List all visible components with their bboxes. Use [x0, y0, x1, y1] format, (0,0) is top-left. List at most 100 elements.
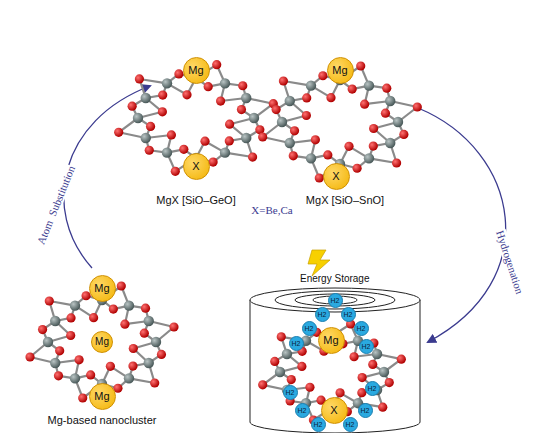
oxygen-atom — [302, 111, 311, 120]
atom-label: Mg — [94, 283, 109, 294]
storage-cylinder — [250, 288, 420, 433]
oxygen-atom — [378, 403, 387, 412]
oxygen-atom — [78, 393, 87, 402]
metal-atom: Mg — [91, 331, 113, 353]
oxygen-atom — [135, 74, 144, 83]
oxygen-atom — [360, 100, 369, 109]
silicon-atom — [144, 316, 154, 326]
molecule-label: H2 — [298, 407, 307, 414]
atom-label: Mg — [95, 337, 109, 347]
atom-label: X — [330, 405, 337, 416]
silicon-atom — [50, 316, 60, 326]
oxygen-atom — [179, 145, 188, 154]
silicon-atom — [379, 367, 389, 377]
oxygen-atom — [397, 355, 406, 364]
oxygen-atom — [302, 93, 311, 102]
oxygen-atom — [326, 93, 335, 102]
substituent-note: X=Be,Ca — [251, 204, 292, 216]
hydrogen-molecule: H2 — [365, 381, 380, 396]
silicon-atom — [43, 337, 53, 347]
oxygen-atom — [413, 102, 422, 111]
metal-atom: Mg — [183, 57, 210, 84]
silicon-atom — [275, 367, 285, 377]
silicon-atom — [151, 337, 161, 347]
oxygen-atom — [158, 90, 167, 99]
oxygen-atom — [225, 120, 234, 129]
silicon-atom — [372, 349, 382, 359]
oxygen-atom — [353, 164, 362, 173]
silicon-atom — [241, 93, 251, 103]
oxygen-atom — [200, 137, 209, 146]
silicon-atom — [285, 138, 295, 148]
oxygen-atom — [146, 122, 155, 131]
metal-atom: X — [323, 163, 350, 190]
molecule-label: H2 — [344, 311, 353, 318]
oxygen-atom — [258, 132, 267, 141]
oxygen-atom — [141, 304, 150, 313]
atom-label: X — [192, 161, 199, 172]
silicon-atom — [249, 113, 259, 123]
silicon-atom — [241, 133, 251, 143]
atom-label: Mg — [188, 65, 203, 76]
hydrogen-molecule: H2 — [341, 307, 356, 322]
oxygen-atom — [318, 71, 327, 80]
oxygen-atom — [382, 84, 391, 93]
atom-label: Mg — [332, 65, 347, 76]
silicon-atom — [141, 93, 151, 103]
oxygen-atom — [171, 167, 180, 176]
oxygen-atom — [212, 60, 221, 69]
oxygen-atom — [369, 124, 378, 133]
silicon-atom — [385, 138, 395, 148]
oxygen-atom — [297, 362, 306, 371]
silicon-atom — [162, 147, 172, 157]
hydrogen-molecule: H2 — [289, 336, 304, 351]
oxygen-atom — [344, 142, 353, 151]
molecule-label: H2 — [346, 421, 355, 428]
oxygen-atom — [323, 150, 332, 159]
compound-name: MgX [SiO–GeO] — [156, 194, 235, 206]
oxygen-atom — [349, 352, 358, 361]
oxygen-atom — [74, 355, 83, 364]
oxygen-atom — [290, 126, 299, 135]
hydrogen-molecule: H2 — [302, 321, 317, 336]
oxygen-atom — [157, 350, 166, 359]
oxygen-atom — [169, 322, 178, 331]
oxygen-atom — [129, 344, 138, 353]
oxygen-atom — [45, 296, 54, 305]
oxygen-atom — [204, 82, 213, 91]
oxygen-atom — [86, 370, 95, 379]
oxygen-atom — [106, 362, 115, 371]
oxygen-atom — [66, 313, 75, 322]
oxygen-atom — [38, 325, 47, 334]
hydrogen-molecule: H2 — [311, 417, 326, 432]
oxygen-atom — [114, 128, 123, 137]
silicon-atom — [385, 96, 395, 106]
oxygen-atom — [335, 388, 344, 397]
oxygen-atom — [311, 135, 320, 144]
oxygen-atom — [272, 105, 281, 114]
oxygen-atom — [369, 141, 378, 150]
molecule-label: H2 — [331, 297, 340, 304]
storage-label: Energy Storage — [300, 273, 370, 284]
molecule-label: H2 — [292, 340, 301, 347]
oxygen-atom — [270, 357, 279, 366]
oxygen-atom — [66, 331, 75, 340]
hydrogen-molecule: H2 — [343, 417, 358, 432]
silicon-atom — [282, 349, 292, 359]
oxygen-atom — [209, 157, 218, 166]
oxygen-atom — [128, 102, 137, 111]
oxygen-atom — [145, 146, 154, 155]
molecule-label: H2 — [286, 389, 295, 396]
oxygen-atom — [158, 107, 167, 116]
oxygen-atom — [287, 375, 296, 384]
oxygen-atom — [277, 332, 286, 341]
hydrogen-molecule: H2 — [354, 321, 369, 336]
silicon-atom — [220, 147, 230, 157]
oxygen-atom — [392, 158, 401, 167]
oxygen-atom — [55, 346, 64, 355]
oxygen-atom — [305, 383, 314, 392]
substitution-arrow — [64, 86, 150, 268]
metal-atom: X — [183, 153, 210, 180]
atom-label: Mg — [323, 335, 338, 346]
